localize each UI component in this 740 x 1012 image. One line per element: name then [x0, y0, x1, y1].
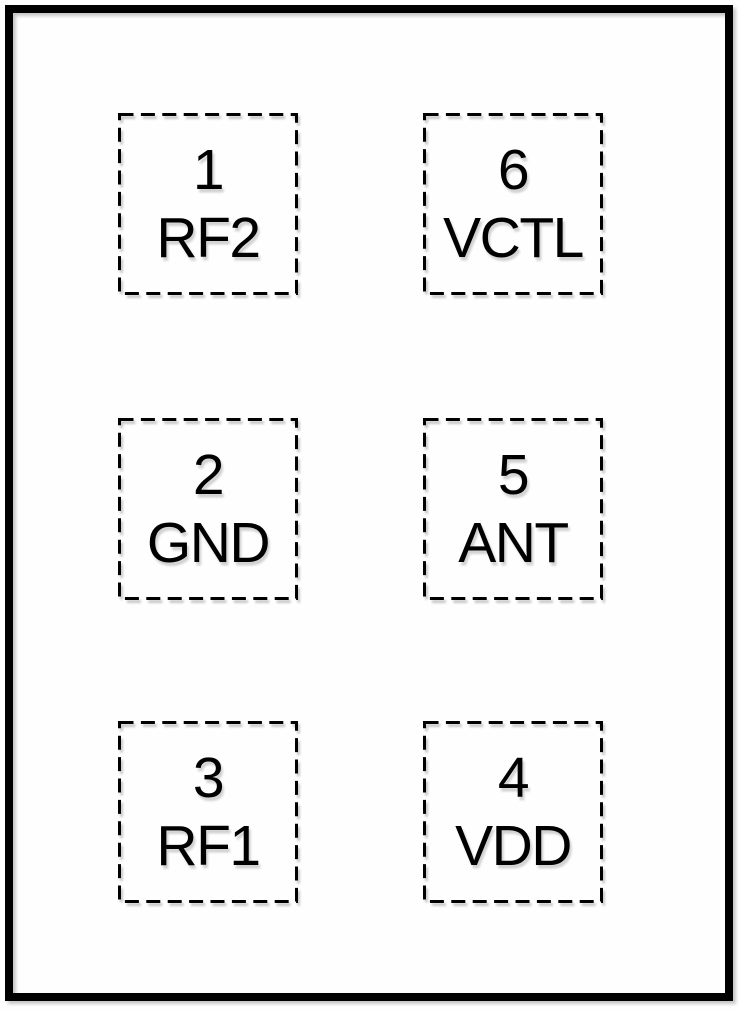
pad-dashed-border [118, 721, 298, 903]
pin-name: VCTL [443, 206, 584, 270]
pad-ant: 5 ANT [423, 418, 603, 600]
pin-name: GND [146, 511, 271, 575]
pad-rf2: 1 RF2 [118, 113, 298, 295]
pin-name: VDD [455, 814, 572, 878]
pad-rf1: 3 RF1 [118, 721, 298, 903]
pin-name: RF2 [156, 206, 261, 270]
pin-name: ANT [458, 511, 569, 575]
pin-number: 5 [497, 443, 530, 507]
pad-dashed-border [118, 113, 298, 295]
pin-number: 2 [192, 443, 225, 507]
pin-number: 1 [192, 138, 225, 202]
pad-dashed-border [423, 721, 603, 903]
pad-vdd: 4 VDD [423, 721, 603, 903]
pin-name: RF1 [156, 814, 261, 878]
pin-number: 4 [497, 746, 530, 810]
pin-number: 6 [497, 138, 530, 202]
pad-dashed-border [423, 418, 603, 600]
package-outline [5, 5, 733, 1001]
pin-number: 3 [192, 746, 225, 810]
pad-dashed-border [423, 113, 603, 295]
pad-dashed-border [118, 418, 298, 600]
pad-vctl: 6 VCTL [423, 113, 603, 295]
pad-gnd: 2 GND [118, 418, 298, 600]
